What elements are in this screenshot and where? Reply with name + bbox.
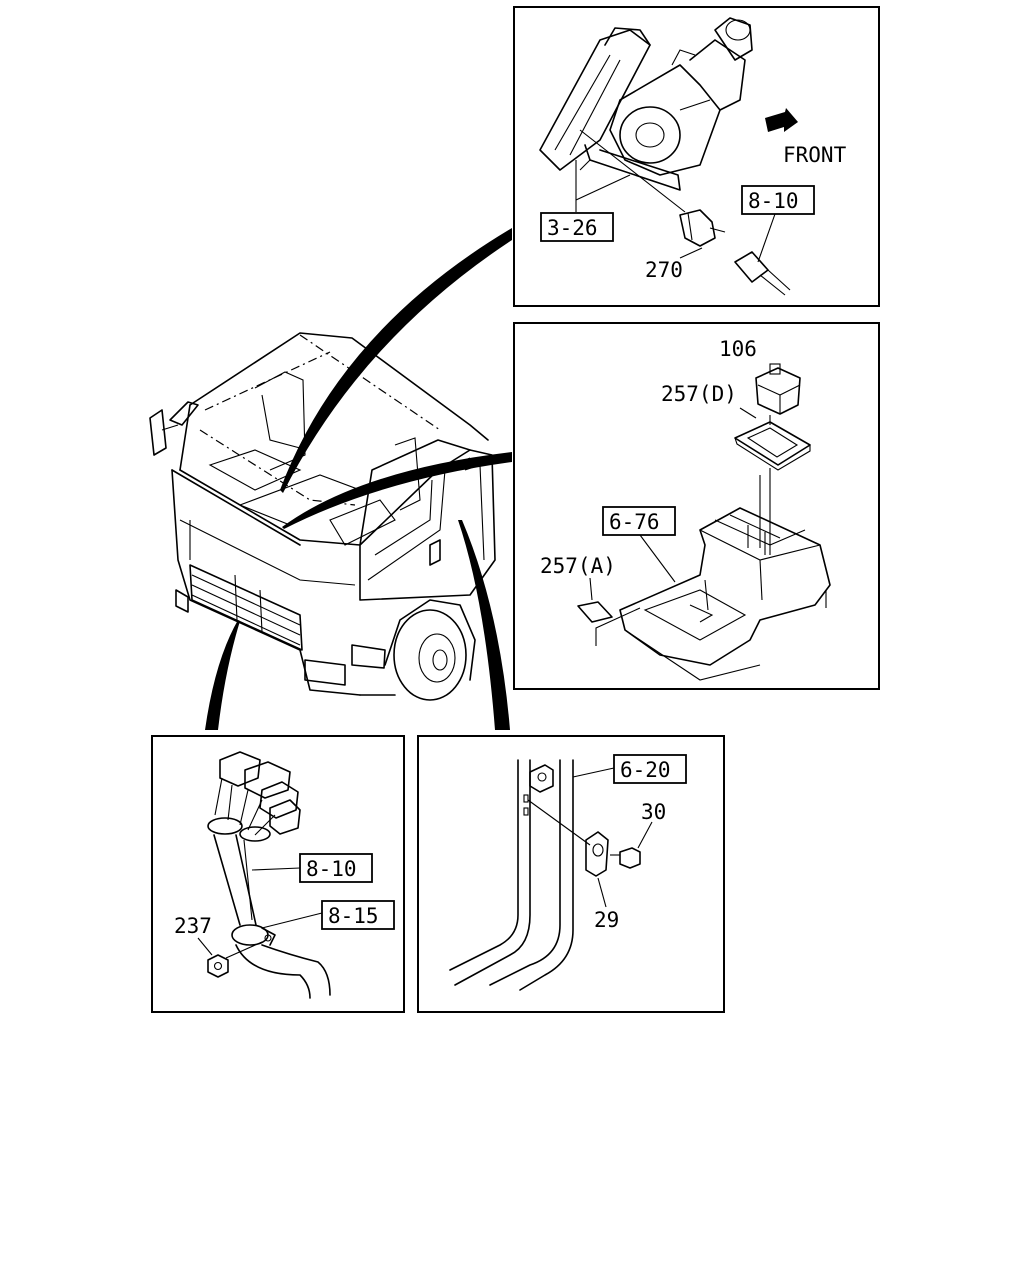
ref-8-10-bottom-label: 8-10 [306, 857, 357, 881]
callout-pointers [205, 228, 512, 730]
panel-3-labels: 8-10 8-15 237 [174, 853, 395, 938]
ref-3-26-label: 3-26 [547, 216, 598, 240]
panel-steering-column [513, 6, 880, 307]
panel-4-labels: 6-20 30 29 [594, 754, 687, 932]
panel-2-labels: 106 257(D) 6-76 257(A) [540, 337, 757, 578]
panel-1-labels: FRONT 3-26 8-10 270 [540, 143, 847, 282]
part-257d-label: 257(D) [661, 382, 737, 406]
part-106-label: 106 [719, 337, 757, 361]
ref-8-15-label: 8-15 [328, 904, 379, 928]
part-237-label: 237 [174, 914, 212, 938]
part-30-label: 30 [641, 800, 666, 824]
ref-6-76-label: 6-76 [609, 510, 660, 534]
part-29-label: 29 [594, 908, 619, 932]
front-direction-label: FRONT [783, 143, 847, 167]
panel-center-console [513, 322, 880, 690]
part-270-label: 270 [645, 258, 683, 282]
panel-harness [151, 735, 405, 1013]
panel-door-pillar [417, 735, 725, 1013]
part-257a-label: 257(A) [540, 554, 616, 578]
ref-8-10-top-label: 8-10 [748, 189, 799, 213]
truck-cab-drawing [149, 332, 496, 701]
ref-6-20-label: 6-20 [620, 758, 671, 782]
